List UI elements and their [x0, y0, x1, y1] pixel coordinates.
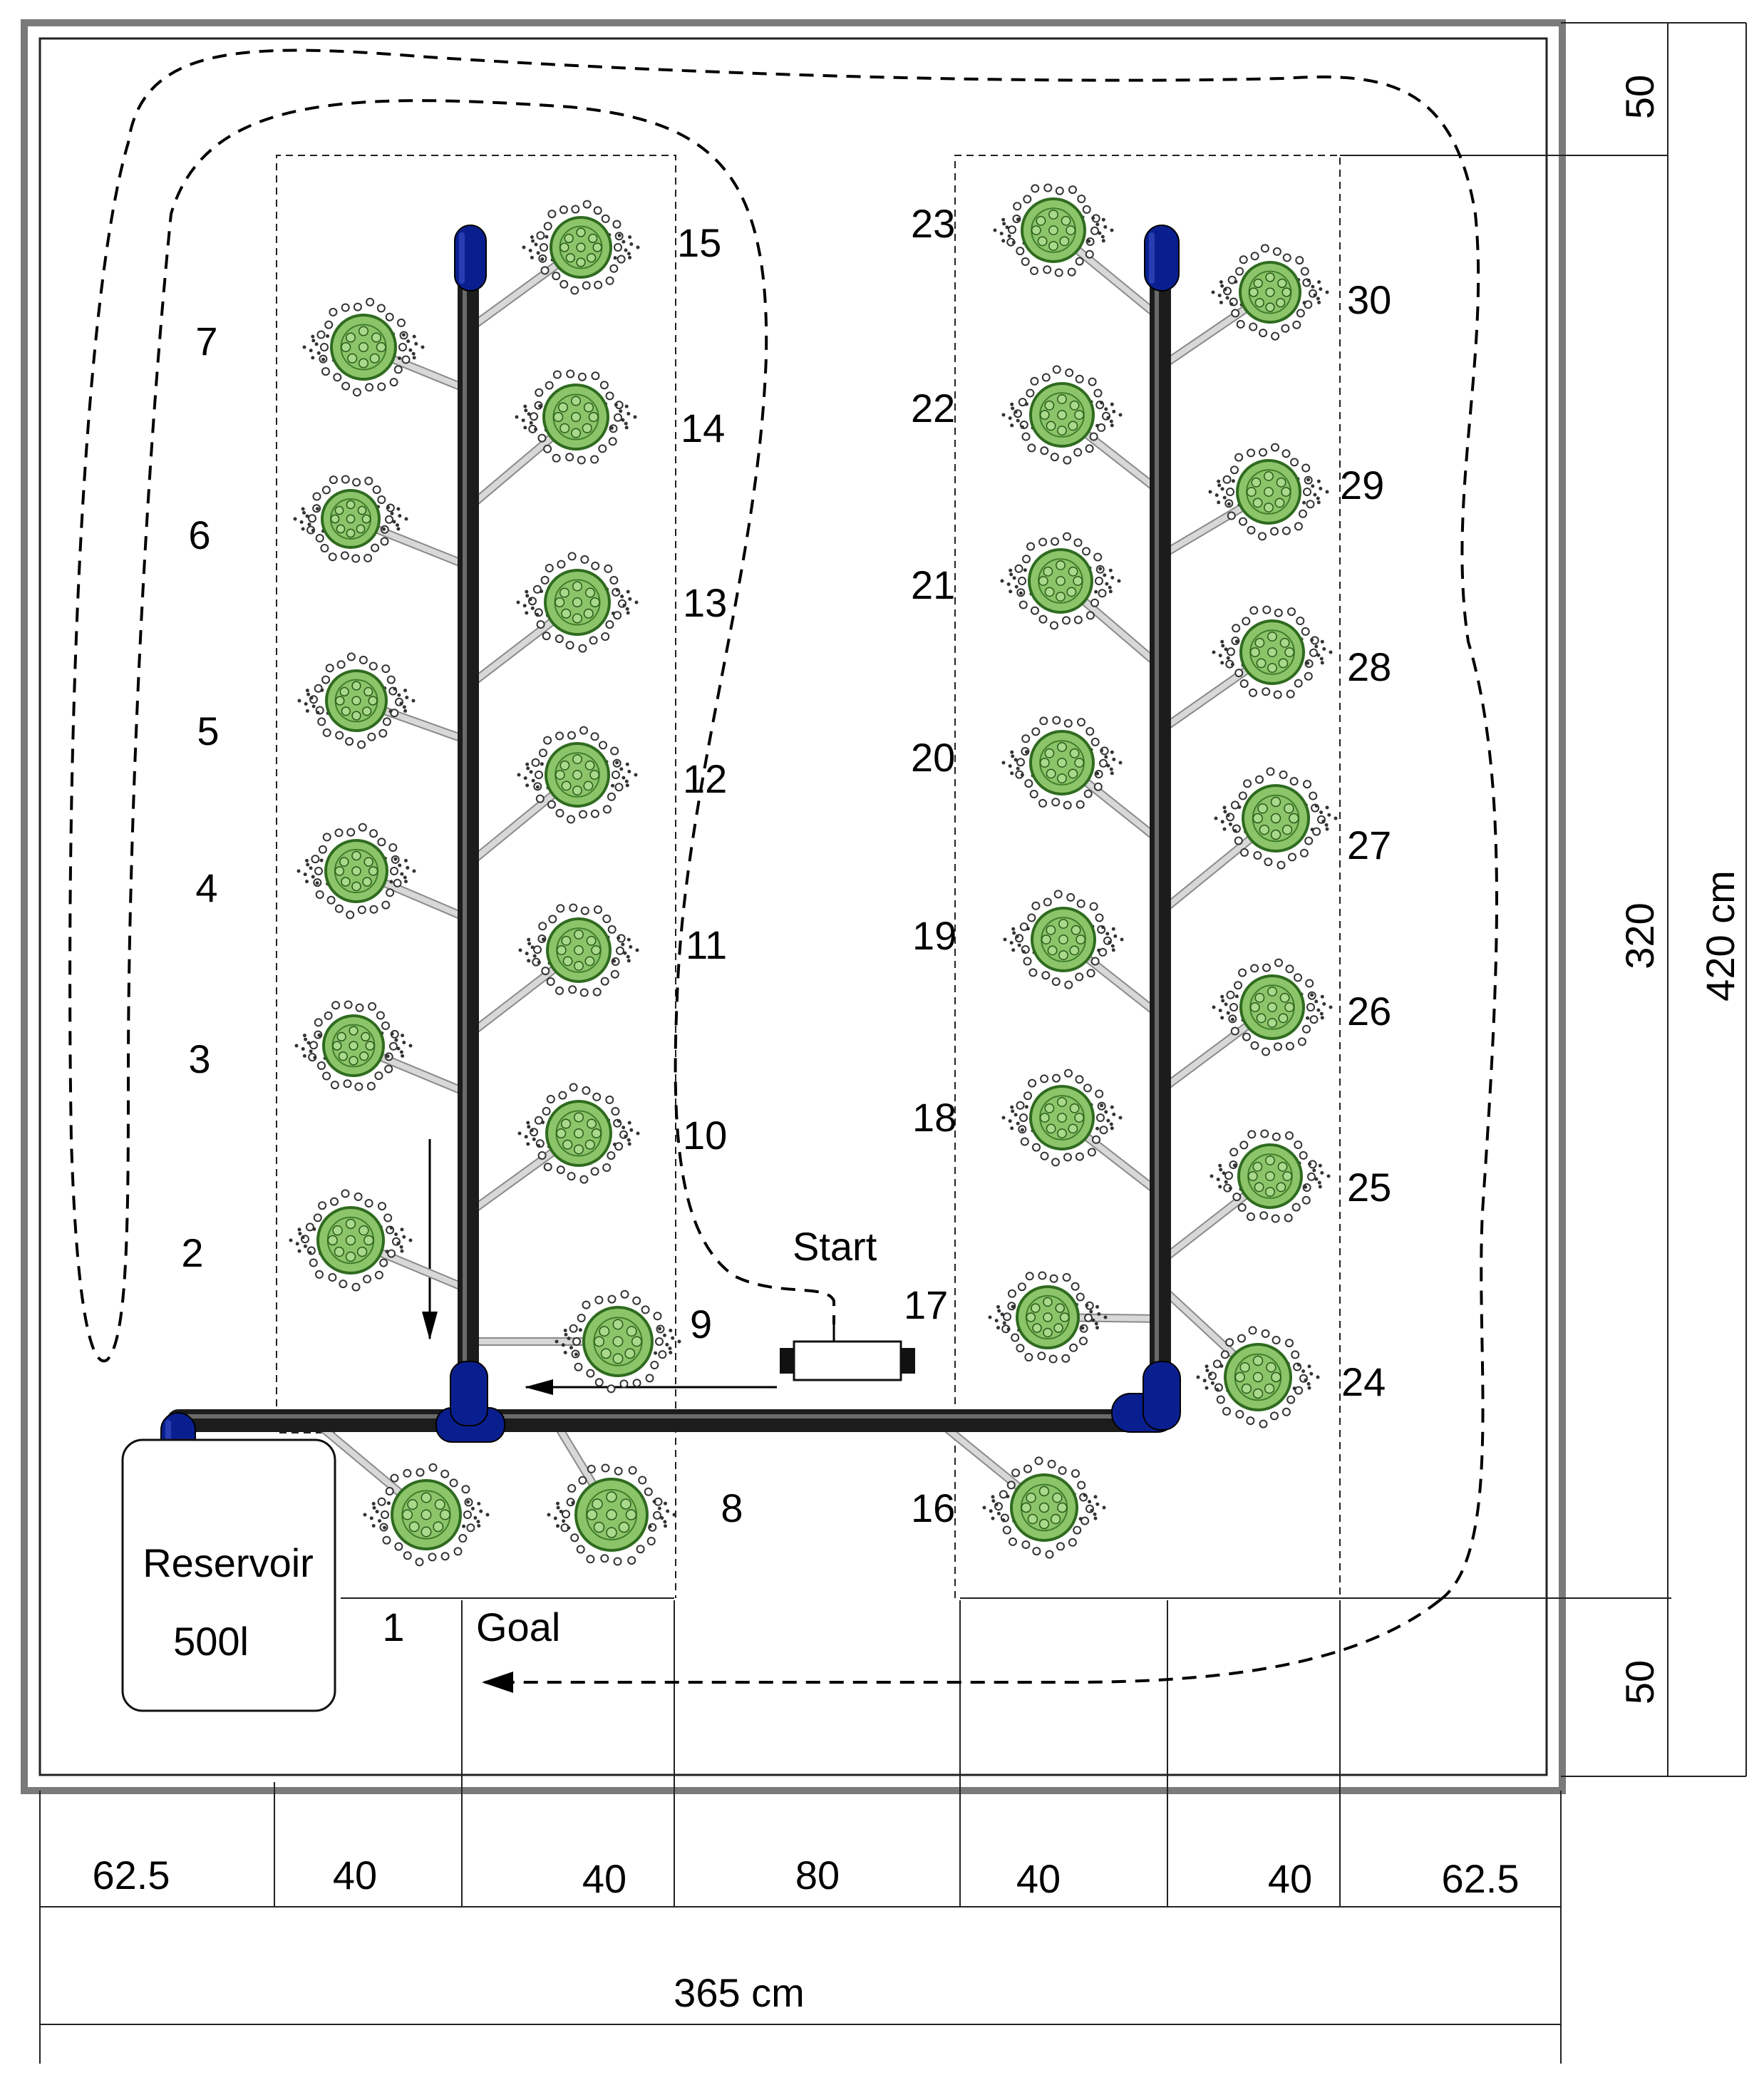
plant-label-8: 8: [721, 1486, 743, 1530]
plant-label-29: 29: [1340, 463, 1384, 508]
plant-label-21: 21: [911, 562, 955, 607]
right-dimension-grid: [1340, 22, 1747, 1777]
plant-label-22: 22: [911, 386, 955, 431]
right-dimensions: 50 320 50 420 cm: [1617, 75, 1743, 1704]
reservoir: Reservoir 500l: [121, 1438, 336, 1712]
goal-label: Goal: [476, 1605, 560, 1649]
plant-label-6: 6: [188, 513, 210, 557]
plant-icon: [988, 1271, 1108, 1364]
plants: [289, 183, 1338, 1567]
plant-icon: [547, 1463, 676, 1566]
plant-icon: [296, 823, 416, 920]
plant-icon: [302, 297, 425, 397]
bottom-dimension-grid: [39, 1597, 1671, 2064]
reservoir-volume: 500l: [173, 1619, 249, 1664]
bottom-dimensions: 62.5 40 40 80 40 40 62.5 365 cm: [93, 1853, 1520, 2015]
plant-icon: [1211, 244, 1329, 341]
dim-right-top: 50: [1617, 75, 1662, 119]
plant-icon: [993, 183, 1114, 277]
plant-label-11: 11: [686, 922, 727, 967]
plant-icon: [1001, 365, 1123, 465]
route-return: [482, 1599, 1441, 1693]
dim-segment-2: 40: [333, 1853, 377, 1898]
plant-icon: [1196, 1326, 1320, 1428]
plant-label-27: 27: [1347, 823, 1391, 867]
plant-label-26: 26: [1347, 989, 1391, 1034]
pipe-caps: [160, 225, 1181, 1475]
plant-label-3: 3: [188, 1036, 210, 1081]
plant-label-18: 18: [912, 1095, 956, 1140]
plant-icon: [1212, 958, 1333, 1056]
plant-icon: [1001, 1069, 1123, 1167]
route-outer: [68, 48, 1498, 1602]
route-lines: [68, 48, 1498, 1693]
plant-label-5: 5: [197, 709, 219, 753]
plant-label-1: 1: [382, 1605, 404, 1649]
plant-label-24: 24: [1341, 1359, 1386, 1404]
sensor-box-icon: [780, 1324, 915, 1381]
dim-segment-7: 62.5: [1442, 1856, 1520, 1901]
plant-icon: [294, 1000, 413, 1091]
plant-icon: [516, 552, 639, 653]
plant-icon: [517, 1083, 640, 1184]
plant-label-17: 17: [904, 1282, 948, 1327]
plant-label-9: 9: [690, 1302, 712, 1347]
plant-icon: [297, 652, 416, 749]
plant-label-4: 4: [195, 865, 217, 910]
dim-segment-6: 40: [1268, 1856, 1312, 1901]
pipe-cap-icon: [454, 225, 487, 292]
pipe-cap-icon: [1144, 225, 1180, 292]
dim-segment-5: 40: [1016, 1856, 1061, 1901]
plant-label-19: 19: [912, 913, 956, 958]
plant-label-28: 28: [1347, 644, 1391, 689]
plant-icon: [555, 1289, 681, 1394]
plant-label-10: 10: [683, 1113, 727, 1158]
dim-segment-3: 40: [582, 1856, 626, 1901]
plant-icon: [1208, 443, 1329, 541]
plant-label-20: 20: [911, 735, 955, 780]
plant-icon: [515, 369, 637, 465]
plant-label-16: 16: [911, 1486, 955, 1530]
plant-label-14: 14: [681, 406, 725, 451]
dim-right-middle: 320: [1617, 902, 1662, 969]
plant-icon: [517, 726, 638, 824]
plant-icon: [518, 903, 639, 997]
plant-icon: [1000, 532, 1121, 630]
dim-segment-1: 62.5: [93, 1853, 170, 1898]
plant-icon: [1001, 716, 1123, 810]
bed-outlines: [276, 155, 1341, 1598]
dim-segment-4: 80: [795, 1853, 840, 1898]
reservoir-name: Reservoir: [143, 1540, 314, 1585]
plant-label-30: 30: [1347, 277, 1391, 322]
plant-label-23: 23: [911, 201, 955, 246]
dim-total-width: 365 cm: [674, 1970, 805, 2015]
start-label: Start: [793, 1224, 877, 1269]
plant-icon: [522, 200, 640, 295]
plant-icon: [1003, 890, 1124, 989]
plant-label-25: 25: [1347, 1165, 1391, 1210]
dim-total-height: 420 cm: [1698, 870, 1743, 1002]
plant-icon: [982, 1456, 1106, 1559]
plant-icon: [1214, 767, 1338, 870]
pipes: [167, 239, 1171, 1432]
plant-labels: 7 6 5 4 3 2 15 14 13 12 11 10 9 23 22 21…: [181, 201, 1391, 1649]
plant-label-2: 2: [181, 1230, 203, 1275]
plant-label-7: 7: [195, 319, 217, 364]
plant-icon: [1209, 1129, 1331, 1223]
plant-label-13: 13: [683, 580, 727, 625]
greenhouse-wall-outer: [21, 19, 1566, 1794]
plant-icon: [293, 475, 408, 563]
plant-label-15: 15: [677, 220, 721, 265]
plant-label-12: 12: [683, 756, 727, 801]
dim-right-bottom: 50: [1617, 1660, 1662, 1704]
plant-icon: [289, 1189, 413, 1292]
greenhouse-wall-inner: [38, 37, 1548, 1776]
plant-icon: [1212, 605, 1333, 699]
plant-icon: [363, 1463, 490, 1567]
